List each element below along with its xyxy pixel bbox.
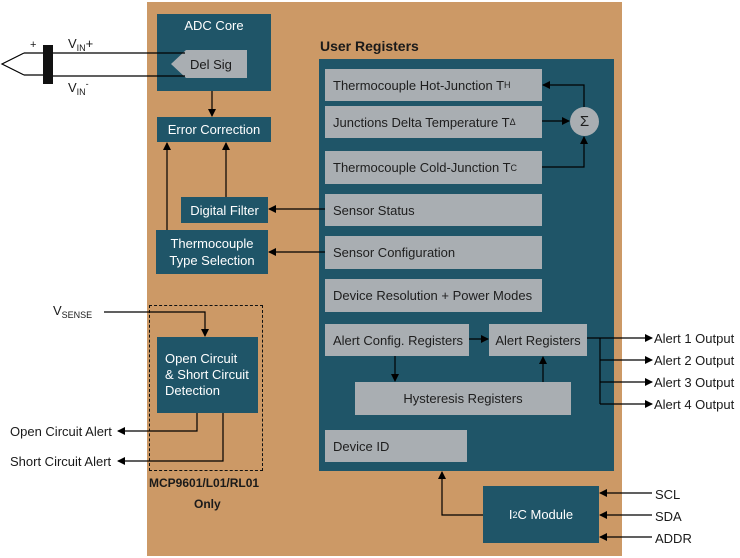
open-short-detection-block: Open Circuit & Short Circuit Detection [157, 337, 258, 413]
error-correction-block: Error Correction [157, 117, 271, 142]
variant-only-region [149, 305, 263, 471]
short-circuit-alert-label: Short Circuit Alert [10, 454, 112, 469]
oc-sc-line2: & Short Circuit [165, 367, 249, 382]
vsense-sub: SENSE [61, 310, 93, 320]
alert-register: Alert Registers [489, 324, 587, 356]
vsense-main: V [53, 303, 62, 318]
vin-plus-sub: IN [76, 43, 86, 53]
vin-plus-main: V [68, 36, 77, 51]
cold-junction-text: Thermocouple Cold-Junction T [333, 160, 511, 175]
sum-node: Σ [570, 107, 599, 136]
tc-type-selection-line1: Thermocouple [170, 236, 254, 251]
variant-note-line2: Only [194, 497, 221, 511]
device-resolution-register: Device Resolution + Power Modes [325, 279, 542, 312]
vin-plus-suffix: + [85, 36, 94, 51]
variant-note-line1: MCP9601/L01/RL01 [149, 476, 260, 490]
del-sig-label: Del Sig [190, 57, 232, 72]
alert-config-register: Alert Config. Registers [325, 324, 469, 356]
open-circuit-alert-label: Open Circuit Alert [10, 424, 112, 439]
vin-plus-label: VIN+ [68, 36, 94, 53]
sda-pin-label: SDA [655, 509, 682, 524]
adc-core-block: ADC Core [157, 14, 271, 91]
vin-minus-label: VIN- [68, 79, 89, 97]
user-registers-title: User Registers [320, 38, 419, 54]
oc-sc-line1: Open Circuit [165, 351, 238, 366]
tc-type-selection-line2: Type Selection [169, 253, 255, 268]
sensor-configuration-register: Sensor Configuration [325, 236, 542, 269]
device-id-register: Device ID [325, 430, 467, 462]
scl-pin-label: SCL [655, 487, 681, 502]
delta-temp-text: Junctions Delta Temperature T [333, 114, 510, 130]
oc-sc-line3: Detection [165, 383, 220, 398]
tc-type-selection-block: Thermocouple Type Selection [156, 230, 268, 274]
vin-minus-sub: IN [76, 87, 86, 97]
digital-filter-block: Digital Filter [181, 197, 268, 223]
hysteresis-register: Hysteresis Registers [355, 382, 571, 415]
adc-core-title: ADC Core [184, 18, 244, 33]
vsense-label: VSENSE [53, 303, 93, 320]
i2c-suffix: C Module [517, 507, 574, 522]
addr-pin-label: ADDR [655, 531, 692, 546]
alert-4-output-label: Alert 4 Output [654, 397, 735, 412]
hot-junction-text: Thermocouple Hot-Junction T [333, 77, 505, 93]
vin-minus-suffix: - [85, 79, 89, 89]
i2c-prefix: I [508, 507, 513, 522]
thermocouple-plus-label: + [30, 39, 37, 51]
sensor-status-register: Sensor Status [325, 194, 542, 226]
alert-2-output-label: Alert 2 Output [654, 353, 735, 368]
alert-3-output-label: Alert 3 Output [654, 375, 735, 390]
vin-minus-main: V [68, 80, 77, 95]
alert-1-output-label: Alert 1 Output [654, 331, 735, 346]
